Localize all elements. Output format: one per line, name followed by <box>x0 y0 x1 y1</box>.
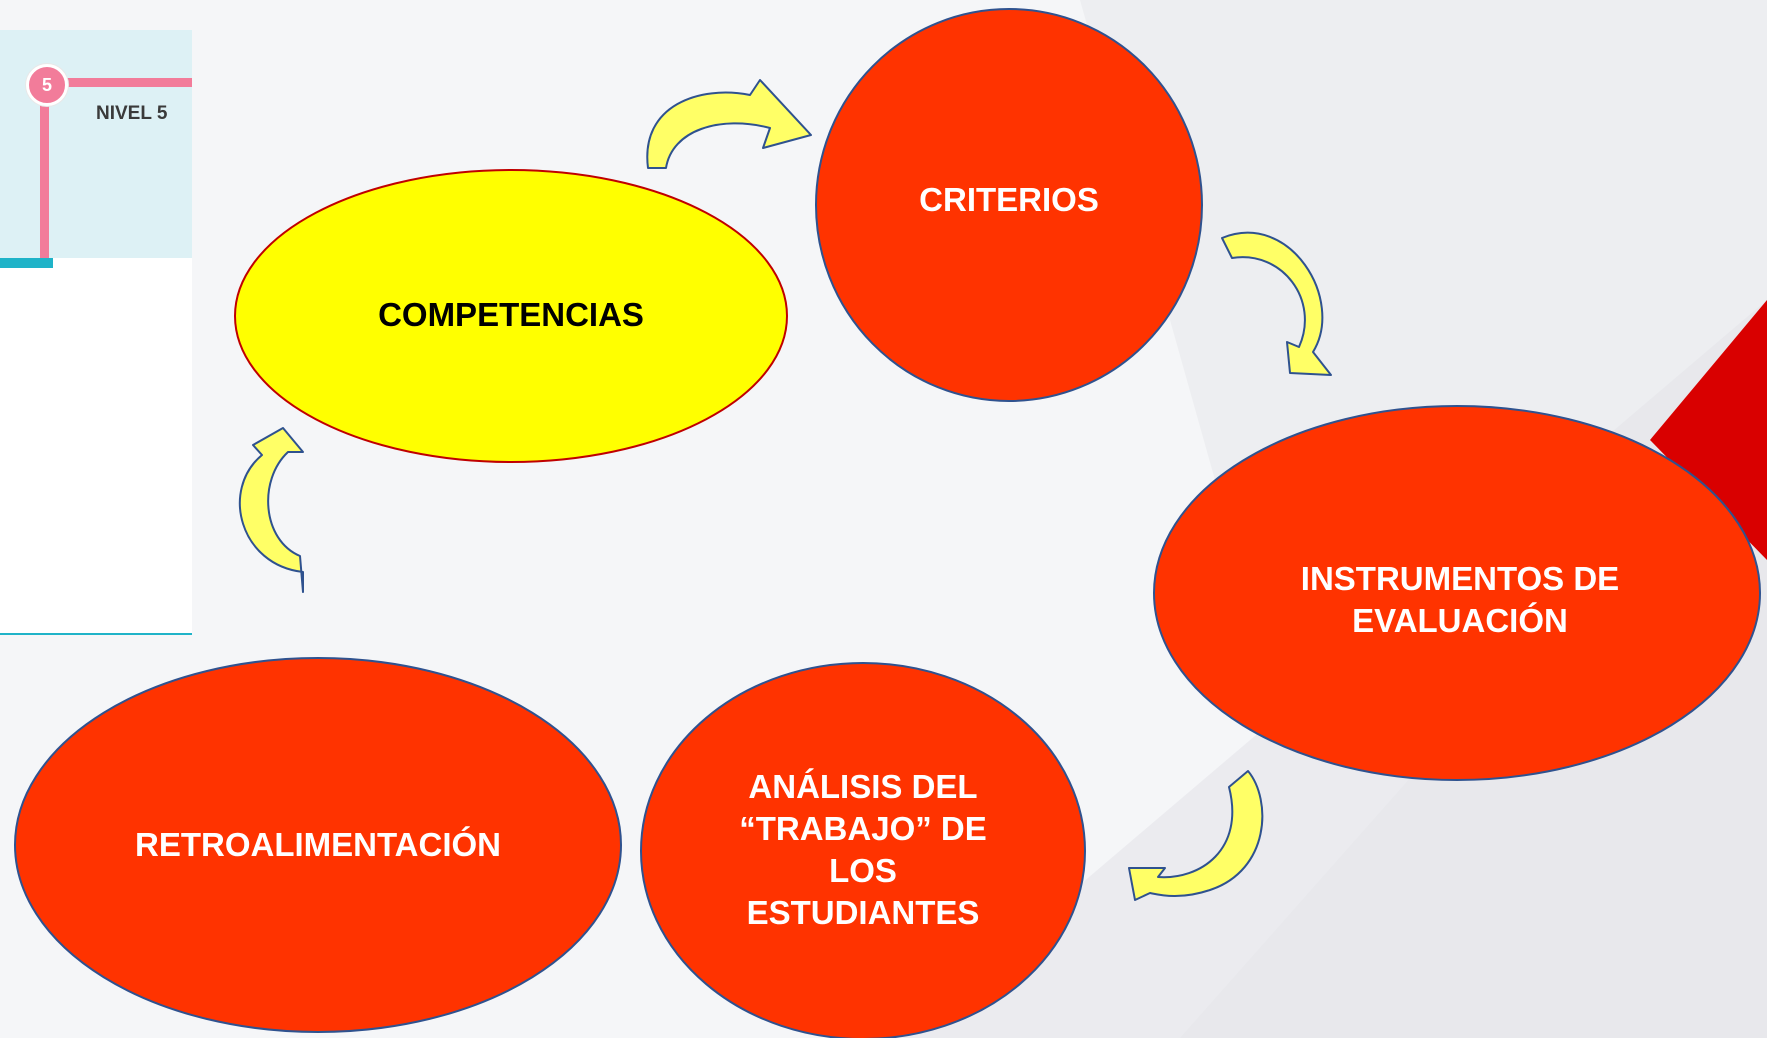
node-analisis-shape <box>640 662 1086 1038</box>
node-retroalimentacion-label: RETROALIMENTACIÓN <box>134 825 502 863</box>
inset-panel: 5 NIVEL 5 <box>0 30 192 635</box>
curved-arrow-criterios-to-instrumentos <box>1221 231 1332 376</box>
node-analisis-label: ANÁLISIS DEL “TRABAJO” DE LOS ESTUDIANTE… <box>739 767 987 932</box>
node-criterios-shape <box>815 8 1203 402</box>
node-instrumentos-shape <box>1153 405 1761 781</box>
node-criterios-label: CRITERIOS <box>919 180 1099 218</box>
inset-bottom-line <box>0 633 192 635</box>
node-retroalimentacion-shape <box>14 657 622 1033</box>
level-badge: 5 <box>26 64 68 106</box>
inset-top-band <box>0 30 192 258</box>
node-competencias-label: COMPETENCIAS <box>378 295 644 333</box>
curved-arrow-competencias-to-criterios <box>646 79 812 169</box>
corner-red-shape <box>1650 300 1767 560</box>
node-instrumentos-label: INSTRUMENTOS DE EVALUACIÓN <box>1300 559 1620 639</box>
inset-line-teal <box>0 258 53 268</box>
inset-line-horizontal <box>44 78 192 87</box>
curved-arrow-instrumentos-to-analisis <box>1128 770 1264 901</box>
curved-arrow-retroalimentacion-to-competencias <box>238 427 304 593</box>
node-competencias-shape <box>234 169 788 463</box>
level-label: NIVEL 5 <box>96 103 168 124</box>
inset-line-vertical <box>40 82 49 262</box>
